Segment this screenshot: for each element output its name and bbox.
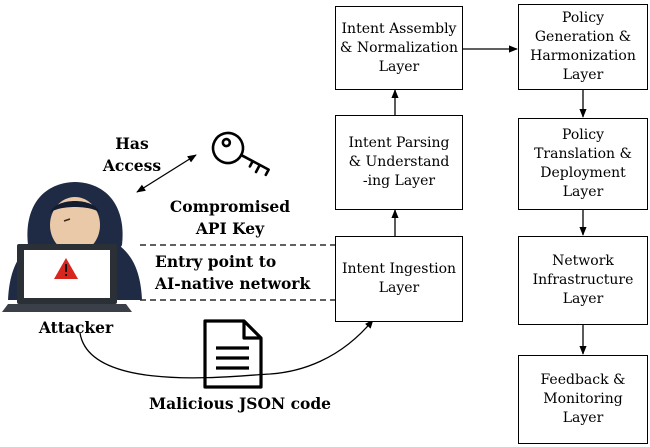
policy-translation-layer-label: Policy Translation & Deployment Layer	[534, 127, 632, 200]
feedback-monitoring-layer-label: Feedback & Monitoring Layer	[540, 372, 626, 426]
network-infrastructure-layer-label: Network Infrastructure Layer	[532, 253, 634, 307]
intent-parsing-layer-box: Intent Parsing & Understand -ing Layer	[335, 115, 463, 210]
network-infrastructure-layer-box: Network Infrastructure Layer	[518, 236, 648, 325]
intent-ingestion-layer-box: Intent Ingestion Layer	[335, 236, 463, 322]
key-icon	[211, 131, 270, 177]
attacker-label: Attacker	[38, 318, 114, 337]
malicious-json-label: Malicious JSON code	[148, 394, 332, 413]
has-access-label: Has Access	[102, 134, 162, 175]
feedback-monitoring-layer-box: Feedback & Monitoring Layer	[518, 355, 648, 444]
policy-generation-layer-label: Policy Generation & Harmonization Layer	[530, 10, 636, 83]
entry-point-label: Entry point to AI-native network	[155, 252, 311, 293]
intent-assembly-layer-box: Intent Assembly & Normalization Layer	[335, 6, 463, 90]
policy-translation-layer-box: Policy Translation & Deployment Layer	[518, 118, 648, 210]
intent-assembly-layer-label: Intent Assembly & Normalization Layer	[339, 20, 459, 75]
intent-parsing-layer-label: Intent Parsing & Understand -ing Layer	[348, 135, 450, 189]
policy-generation-layer-box: Policy Generation & Harmonization Layer	[518, 4, 648, 90]
hooded-hacker-icon	[2, 182, 142, 312]
warning-icon	[54, 258, 78, 279]
attack-path-curve	[79, 319, 374, 379]
has-access-arrow	[136, 154, 197, 193]
intent-ingestion-layer-label: Intent Ingestion Layer	[341, 261, 457, 296]
document-icon	[203, 319, 263, 389]
compromised-api-key-label: Compromised API Key	[169, 197, 291, 238]
